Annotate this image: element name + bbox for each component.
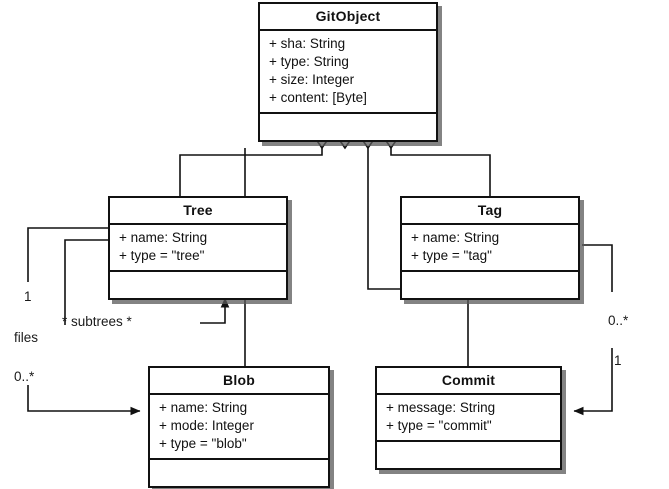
multiplicity-label-right-zero-many: 0..* <box>608 313 629 328</box>
attribute-row: + content: [Byte] <box>269 90 367 105</box>
class-operations-gitobject <box>260 114 436 140</box>
class-attributes-blob: + name: String + mode: Integer + type = … <box>150 395 328 460</box>
attribute-row: + name: String <box>159 400 248 415</box>
attribute-row: + type = "commit" <box>386 418 492 433</box>
class-box-blob[interactable]: Blob + name: String + mode: Integer + ty… <box>148 366 330 488</box>
attribute-row: + sha: String <box>269 36 346 51</box>
role-label-files: files <box>14 330 39 345</box>
class-operations-commit <box>377 442 560 468</box>
association-tree-files-blob <box>27 227 141 416</box>
multiplicity-label-left-zero-many: 0..* <box>14 369 35 384</box>
class-name-commit: Commit <box>377 368 560 395</box>
class-operations-blob <box>150 460 328 486</box>
attribute-row: + type = "tree" <box>119 248 205 263</box>
generalization-tree-to-gitobject <box>179 133 334 196</box>
multiplicity-label-left-one: 1 <box>24 289 32 304</box>
attribute-row: + type = "tag" <box>411 248 492 263</box>
attribute-row: + mode: Integer <box>159 418 254 433</box>
association-tree-subtrees <box>64 239 230 325</box>
attribute-row: + name: String <box>411 230 500 245</box>
class-operations-tree <box>110 272 286 298</box>
class-name-gitobject: GitObject <box>260 4 436 31</box>
class-box-gitobject[interactable]: GitObject + sha: String + type: String +… <box>258 2 438 142</box>
multiplicity-label-right-one: 1 <box>614 353 622 368</box>
class-box-commit[interactable]: Commit + message: String + type = "commi… <box>375 366 562 470</box>
class-name-tag: Tag <box>402 198 578 225</box>
attribute-row: + name: String <box>119 230 208 245</box>
class-attributes-commit: + message: String + type = "commit" <box>377 395 560 442</box>
attribute-row: + message: String <box>386 400 496 415</box>
class-name-blob: Blob <box>150 368 328 395</box>
class-attributes-gitobject: + sha: String + type: String + size: Int… <box>260 31 436 114</box>
association-tag-commit <box>573 244 613 416</box>
attribute-row: + type: String <box>269 54 349 69</box>
class-box-tag[interactable]: Tag + name: String + type = "tag" <box>400 196 580 300</box>
attribute-row: + type = "blob" <box>159 436 247 451</box>
attribute-row: + size: Integer <box>269 72 355 87</box>
class-operations-tag <box>402 272 578 298</box>
role-label-subtrees: * subtrees * <box>62 314 132 329</box>
generalization-tag-to-gitobject <box>379 133 491 196</box>
class-box-tree[interactable]: Tree + name: String + type = "tree" <box>108 196 288 300</box>
class-name-tree: Tree <box>110 198 286 225</box>
class-attributes-tree: + name: String + type = "tree" <box>110 225 286 272</box>
class-attributes-tag: + name: String + type = "tag" <box>402 225 578 272</box>
